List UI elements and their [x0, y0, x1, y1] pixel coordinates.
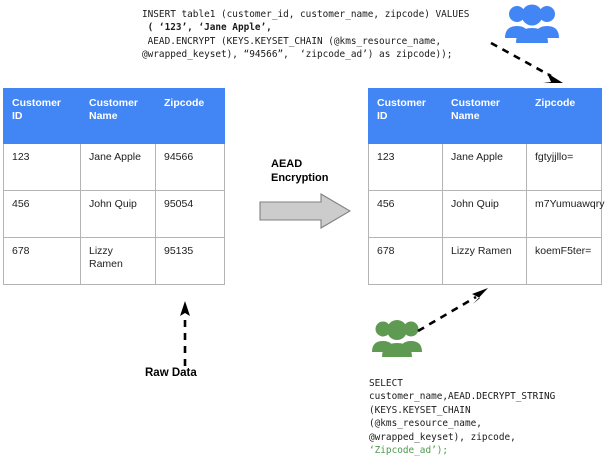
- cell-zipcode: 95135: [155, 237, 225, 285]
- insert-sql-line-3: AEAD.ENCRYPT (KEYS.KEYSET_CHAIN (@kms_re…: [142, 35, 442, 47]
- people-group-icon-writer: [505, 2, 559, 44]
- column-header-customer-name: Customer Name: [80, 88, 156, 144]
- cell-customer-id: 678: [368, 237, 443, 285]
- select-sql-line-3: (KEYS.KEYSET_CHAIN: [369, 404, 471, 416]
- cell-customer-name: Jane Apple: [442, 143, 527, 191]
- cell-zipcode: 94566: [155, 143, 225, 191]
- cell-customer-name: John Quip: [442, 190, 527, 238]
- cell-customer-id: 123: [368, 143, 443, 191]
- raw-data-label: Raw Data: [145, 367, 197, 379]
- cell-customer-name: Lizzy Ramen: [80, 237, 156, 285]
- column-header-customer-name: Customer Name: [442, 88, 527, 144]
- table-row: 123 Jane Apple fgtyjjllo=: [368, 143, 602, 191]
- encryption-block-arrow-icon: [259, 193, 352, 229]
- table-header-row: Customer ID Customer Name Zipcode: [3, 88, 225, 144]
- cell-zipcode: 95054: [155, 190, 225, 238]
- plaintext-customer-table: Customer ID Customer Name Zipcode 123 Ja…: [3, 88, 225, 285]
- cell-zipcode-encrypted: koemF5ter=: [526, 237, 602, 285]
- encrypted-customer-table: Customer ID Customer Name Zipcode 123 Ja…: [368, 88, 604, 285]
- select-sql-line-6: ‘Zipcode_ad’);: [369, 445, 449, 457]
- select-sql-line-4: (@kms_resource_name,: [369, 418, 482, 430]
- table-header-row: Customer ID Customer Name Zipcode: [368, 88, 602, 144]
- header-text: Customer: [377, 97, 427, 109]
- insert-sql-line-4: @wrapped_keyset), “94566”, ‘zipcode_ad’)…: [142, 49, 453, 61]
- column-header-zipcode: Zipcode: [526, 88, 602, 144]
- header-text: Customer: [12, 97, 62, 109]
- aead-encryption-label-line2: Encryption: [271, 172, 329, 184]
- aead-encryption-label: AEAD Encryption: [271, 157, 328, 185]
- insert-sql-line-2: ( ‘123’, ‘Jane Apple’,: [142, 22, 272, 34]
- cell-customer-id: 456: [3, 190, 81, 238]
- table-row: 456 John Quip 95054: [3, 190, 225, 238]
- header-text: ID: [377, 109, 388, 122]
- header-text: Name: [451, 109, 480, 122]
- header-text: Zipcode: [164, 97, 205, 109]
- writer-flow-arrow: [485, 38, 571, 88]
- header-text: ID: [12, 109, 23, 122]
- select-sql-line-1: SELECT: [369, 378, 403, 389]
- cell-zipcode-encrypted: m7Yumuawqry: [526, 190, 604, 238]
- cell-zipcode-encrypted: fgtyjjllo=: [526, 143, 602, 191]
- raw-data-arrow: [175, 300, 195, 368]
- select-sql-line-2: customer_name,AEAD.DECRYPT_STRING: [369, 391, 556, 403]
- table-row: 678 Lizzy Ramen koemF5ter=: [368, 237, 602, 285]
- cell-customer-id: 456: [368, 190, 443, 238]
- select-sql-line-5: @wrapped_keyset), zipcode,: [369, 431, 516, 443]
- column-header-customer-id: Customer ID: [368, 88, 443, 144]
- table-row: 456 John Quip m7Yumuawqry: [368, 190, 604, 238]
- aead-encryption-label-line1: AEAD: [271, 158, 303, 170]
- table-row: 123 Jane Apple 94566: [3, 143, 225, 191]
- cell-customer-id: 123: [3, 143, 81, 191]
- table-row: 678 Lizzy Ramen 95135: [3, 237, 225, 285]
- cell-customer-id: 678: [3, 237, 81, 285]
- header-text: Zipcode: [535, 97, 576, 109]
- select-sql-statement: SELECT customer_name,AEAD.DECRYPT_STRING…: [369, 377, 555, 457]
- people-group-icon-reader: [372, 318, 422, 358]
- header-text: Name: [89, 109, 118, 122]
- insert-sql-statement: INSERT table1 (customer_id, customer_nam…: [142, 8, 469, 62]
- column-header-customer-id: Customer ID: [3, 88, 81, 144]
- insert-sql-line-1: INSERT table1 (customer_id, customer_nam…: [142, 9, 470, 20]
- column-header-zipcode: Zipcode: [155, 88, 225, 144]
- cell-customer-name: John Quip: [80, 190, 156, 238]
- cell-customer-name: Jane Apple: [80, 143, 156, 191]
- reader-flow-arrow: [414, 287, 494, 335]
- header-text: Customer: [89, 97, 139, 109]
- header-text: Customer: [451, 97, 501, 109]
- cell-customer-name: Lizzy Ramen: [442, 237, 527, 285]
